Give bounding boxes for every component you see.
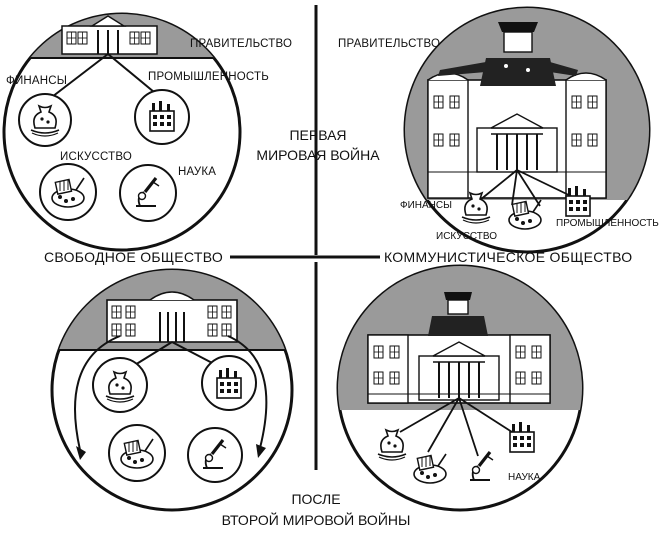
tl-finance-label: ФИНАНСЫ xyxy=(6,75,67,87)
government-building-icon xyxy=(106,291,238,343)
ww2-label-line1: ПОСЛЕ xyxy=(291,491,340,507)
officer-figure-icon xyxy=(428,292,488,336)
officer-figure-icon xyxy=(438,22,578,86)
bottom-right-circle: НАУКА xyxy=(336,264,584,512)
state-building-icon xyxy=(367,334,551,404)
br-science-label: НАУКА xyxy=(508,472,541,483)
communist-society-label: КОММУНИСТИЧЕСКОЕ ОБЩЕСТВО xyxy=(384,249,632,265)
tl-government-label: ПРАВИТЕЛЬСТВО xyxy=(190,38,292,50)
tr-finance-label: ФИНАНСЫ xyxy=(400,200,452,211)
state-building-icon xyxy=(427,72,607,199)
ww2-label-line2: ВТОРОЙ МИРОВОЙ ВОЙНЫ xyxy=(222,511,411,528)
tr-art-label: ИСКУССТВО xyxy=(436,231,497,242)
ww1-label-line1: ПЕРВАЯ xyxy=(289,127,346,143)
free-society-label: СВОБОДНОЕ ОБЩЕСТВО xyxy=(44,249,223,265)
tr-industry-label: ПРОМЫШЛЕННОСТЬ xyxy=(556,218,659,229)
tl-art-label: ИСКУССТВО xyxy=(60,151,132,163)
bottom-left-circle xyxy=(50,268,294,512)
tl-industry-label: ПРОМЫШЛЕННОСТЬ xyxy=(148,71,269,83)
tr-government-label: ПРАВИТЕЛЬСТВО xyxy=(338,38,440,50)
government-building-icon xyxy=(61,15,158,55)
tl-science-label: НАУКА xyxy=(178,166,216,178)
top-right-circle: ПРАВИТЕЛЬСТВО ФИНАНСЫ ИСКУССТВО ПРОМЫШЛЕ… xyxy=(338,6,659,254)
ww1-label-line2: МИРОВАЯ ВОЙНА xyxy=(256,146,380,163)
top-left-circle: ПРАВИТЕЛЬСТВО ФИНАНСЫ ПРОМЫШЛЕННОСТЬ ИСК… xyxy=(2,12,292,252)
